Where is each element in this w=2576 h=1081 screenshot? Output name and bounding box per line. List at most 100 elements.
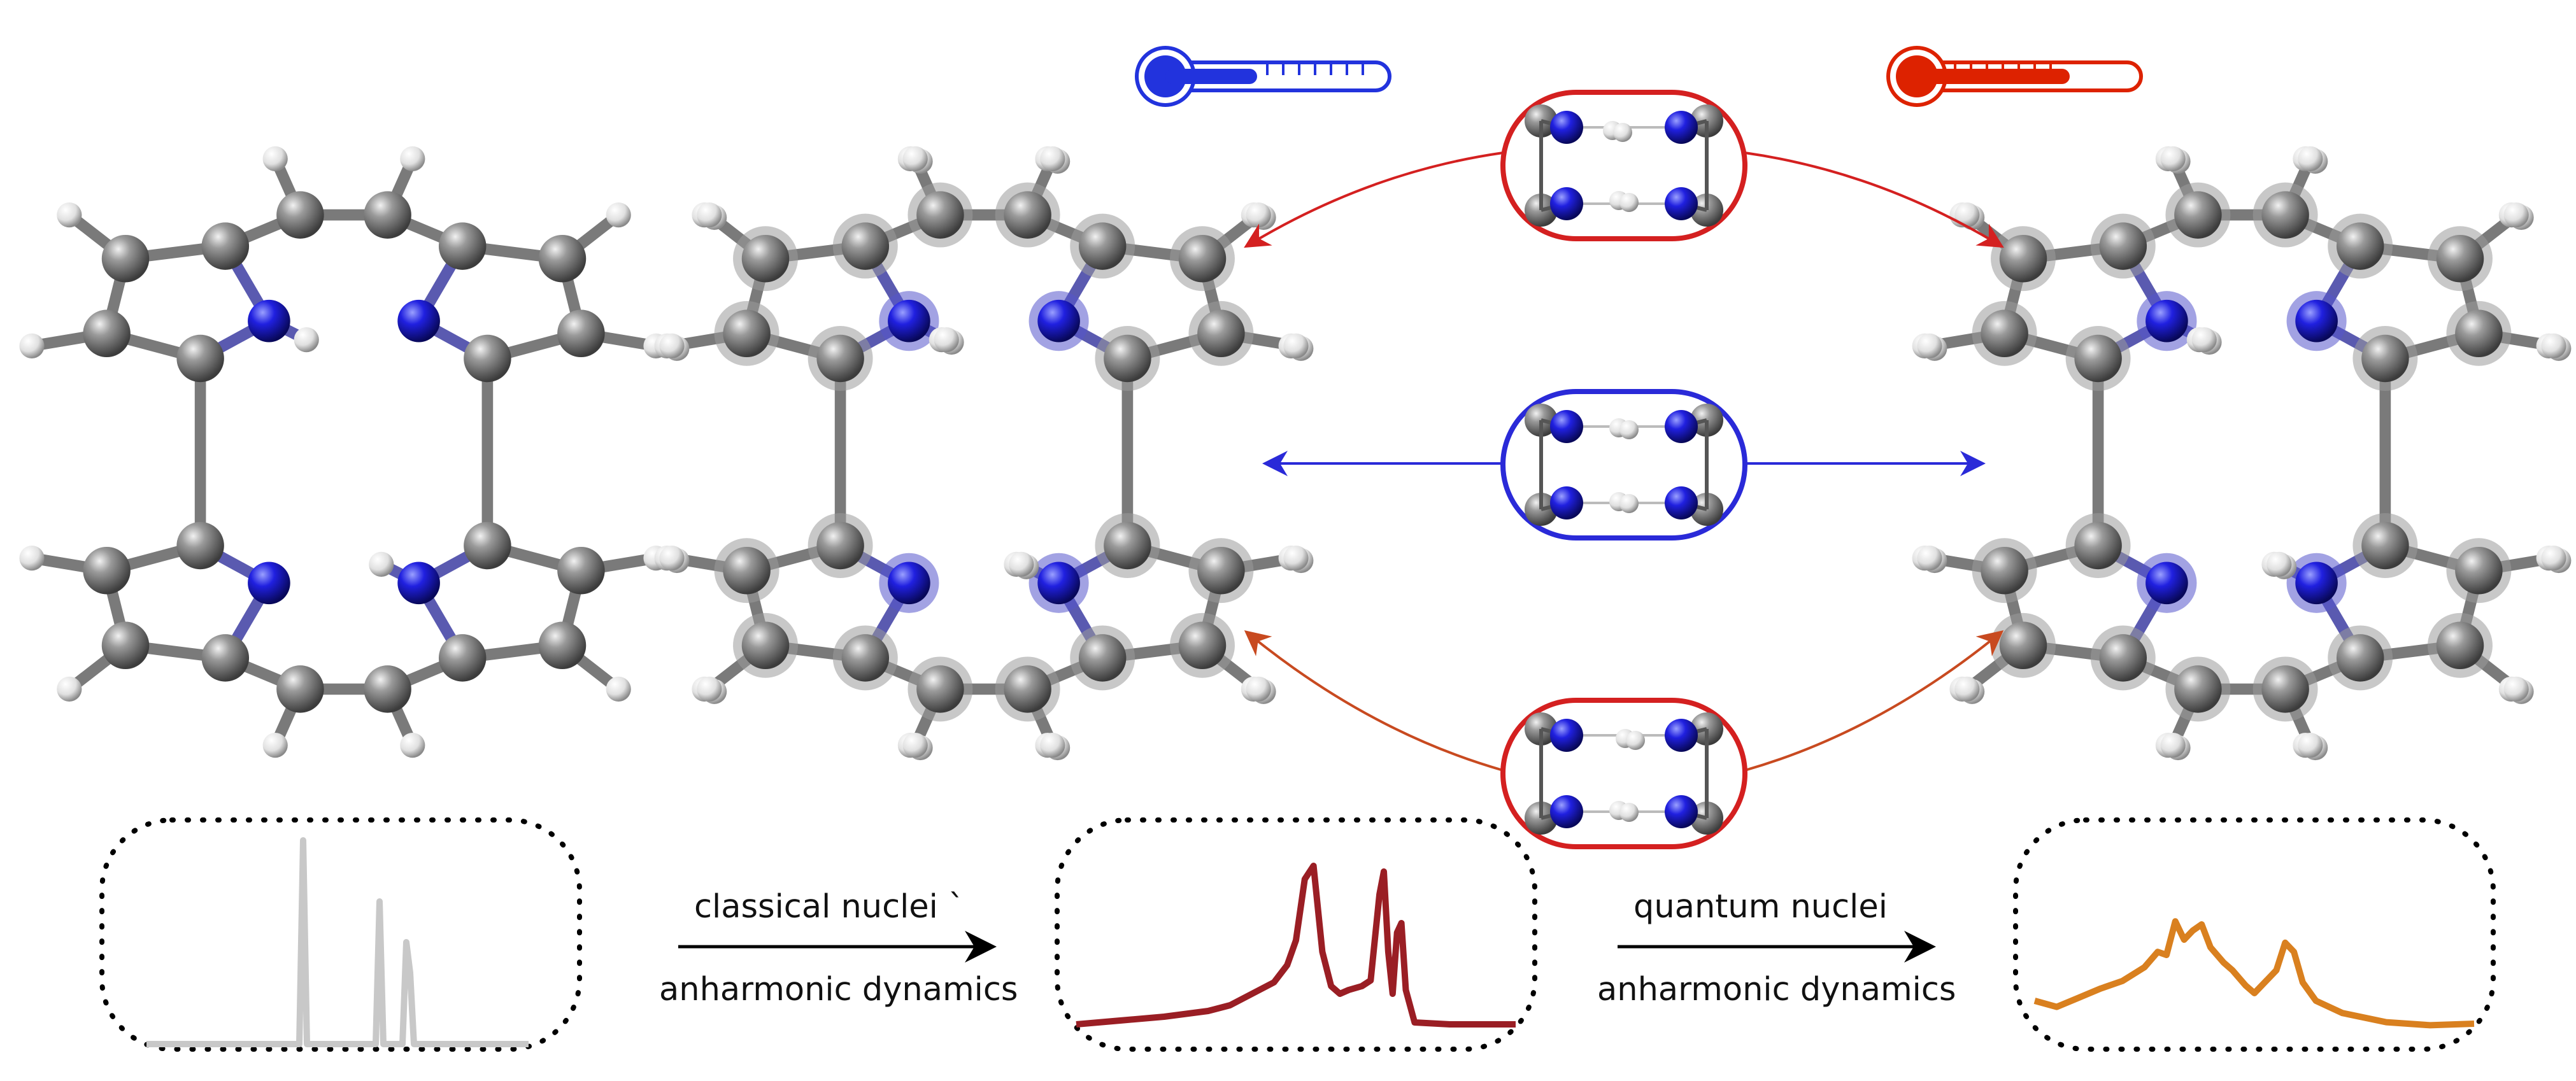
atom-hydrogen (2541, 546, 2566, 571)
atom-hydrogen (2503, 676, 2529, 702)
atom-nitrogen (888, 562, 930, 605)
atom-hydrogen (400, 733, 425, 758)
atom-carbon (1197, 546, 1245, 595)
atom-carbon (2074, 334, 2122, 383)
atom-hydrogen (262, 733, 288, 758)
arrow-bottom-right (1744, 630, 2004, 772)
atom-carbon (538, 621, 587, 670)
atom-carbon (723, 309, 771, 358)
classical-nuclei-label: classical nuclei ` (694, 888, 965, 926)
atom-carbon (2336, 222, 2384, 270)
atom-hydrogen (1917, 333, 1942, 359)
atom-hydrogen (2160, 146, 2186, 171)
atom-carbon (1999, 621, 2047, 670)
atom-carbon (557, 309, 605, 358)
atom-carbon (201, 222, 250, 270)
atom-carbon (1178, 234, 1227, 283)
atom-carbon (464, 334, 511, 383)
atom-hydrogen (697, 676, 722, 702)
atom-hydrogen (1283, 333, 1309, 359)
atom-carbon (176, 334, 224, 383)
atom-hydrogen (19, 546, 45, 571)
atom-carbon (83, 309, 131, 358)
atom-carbon (1197, 309, 1245, 358)
atom-carbon (916, 665, 964, 713)
atom-hydrogen (1246, 202, 1271, 228)
atom-nitrogen (1550, 111, 1583, 144)
tautomer-capsule-trans (1500, 90, 1747, 241)
atom-nitrogen (397, 562, 440, 605)
atom-carbon (83, 546, 131, 595)
atom-carbon (438, 634, 487, 682)
arrow-top-left (1244, 152, 1504, 248)
atom-hydrogen (1954, 676, 1980, 702)
atom-hydrogen (1283, 546, 1309, 571)
atom-carbon (2436, 234, 2484, 283)
atom-carbon (2455, 546, 2503, 595)
atom-carbon (364, 191, 411, 239)
atom-carbon (101, 234, 150, 283)
spectrum-classical-line (1076, 863, 1516, 1028)
atom-carbon (741, 234, 790, 283)
atom-carbon (1004, 191, 1051, 239)
atom-carbon (176, 521, 224, 570)
atom-hydrogen (1619, 803, 1639, 822)
atom-carbon (101, 621, 150, 670)
atom-hydrogen (400, 146, 425, 171)
atom-carbon (1078, 634, 1127, 682)
atom-nitrogen (1037, 562, 1080, 605)
atom-nitrogen (2295, 562, 2338, 605)
atom-hydrogen (2266, 551, 2292, 577)
atom-nitrogen (1550, 410, 1583, 443)
atom-hydrogen (1009, 551, 1034, 577)
atom-hydrogen (659, 546, 685, 571)
atom-hydrogen (606, 676, 631, 702)
atom-nitrogen (1665, 486, 1698, 519)
atom-carbon (916, 191, 964, 239)
atom-carbon (841, 222, 890, 270)
atom-hydrogen (934, 327, 959, 353)
atom-carbon (816, 521, 864, 570)
atom-carbon (741, 621, 790, 670)
atom-hydrogen (606, 202, 631, 228)
atom-hydrogen (2541, 333, 2566, 359)
atom-hydrogen (1613, 123, 1632, 142)
atom-hydrogen (1626, 731, 1645, 750)
atom-carbon (2336, 634, 2384, 682)
atom-carbon (1981, 546, 2028, 595)
atom-carbon (364, 665, 411, 713)
atom-hydrogen (369, 551, 394, 577)
atom-hydrogen (2298, 146, 2323, 171)
atom-carbon (276, 191, 324, 239)
atom-carbon (2361, 334, 2409, 383)
atom-hydrogen (2298, 733, 2323, 758)
atom-carbon (1078, 222, 1127, 270)
atom-nitrogen (1550, 187, 1583, 220)
thermometer-hot-icon (1886, 46, 2143, 107)
atom-hydrogen (1619, 494, 1639, 513)
atom-hydrogen (2191, 327, 2217, 353)
thermometer-cold-icon (1135, 46, 1391, 107)
atom-nitrogen (1665, 111, 1698, 144)
atom-carbon (2436, 621, 2484, 670)
atom-carbon (1981, 309, 2028, 358)
atom-nitrogen (1037, 299, 1080, 343)
atom-carbon (276, 665, 324, 713)
atom-nitrogen (397, 299, 440, 343)
atom-nitrogen (888, 299, 930, 343)
atom-carbon (2455, 309, 2503, 358)
atom-carbon (1104, 334, 1151, 383)
atom-hydrogen (1040, 733, 1065, 758)
atom-carbon (1999, 234, 2047, 283)
atom-hydrogen (1040, 146, 1065, 171)
atom-carbon (2099, 634, 2147, 682)
atom-carbon (1004, 665, 1051, 713)
spectrum-harmonic-line (146, 837, 529, 1047)
quantum-nuclei-label: quantum nuclei (1633, 888, 1888, 926)
spectrum-harmonic-panel (99, 817, 582, 1052)
atom-hydrogen (57, 676, 82, 702)
atom-nitrogen (1665, 719, 1698, 752)
atom-nitrogen (248, 299, 290, 343)
tautomer-capsule-cis (1500, 389, 1747, 540)
atom-carbon (2361, 521, 2409, 570)
